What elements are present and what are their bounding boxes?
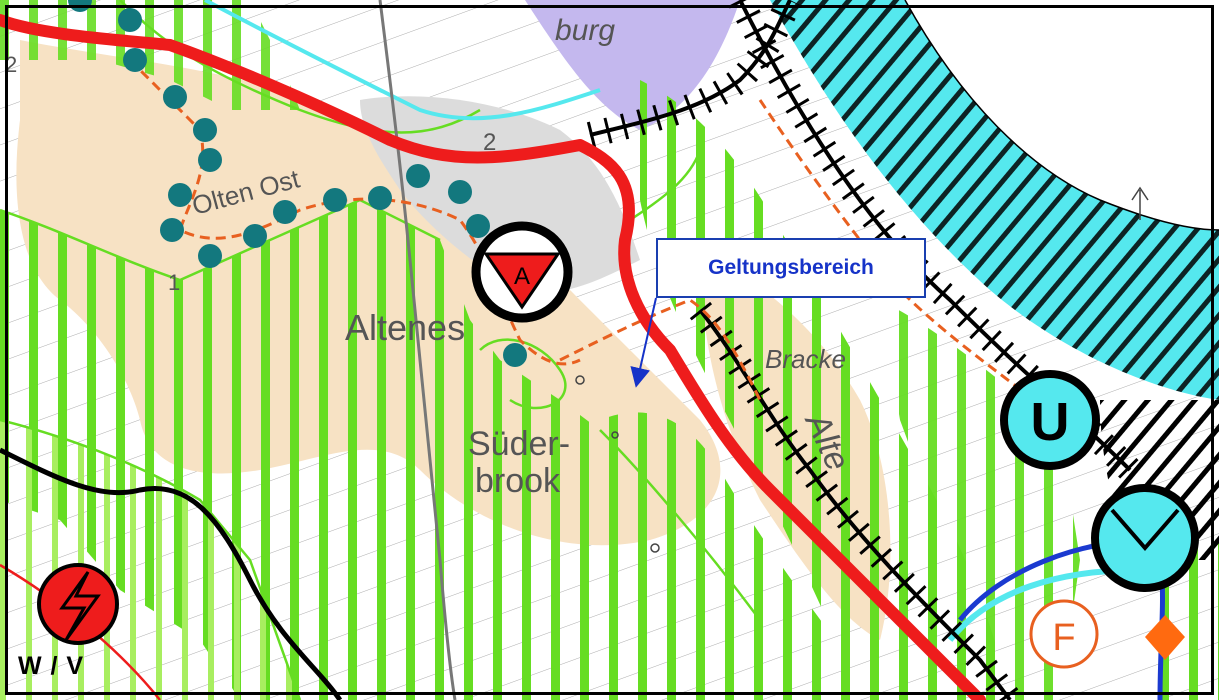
label-number-1: 1 xyxy=(168,270,180,295)
label-suederbrook-1: Süder- xyxy=(468,425,570,463)
f-marker-icon[interactable]: F xyxy=(1029,599,1099,669)
red-boundary-line xyxy=(0,14,986,700)
dump-site-icon[interactable]: A xyxy=(471,221,573,323)
f-marker-letter: F xyxy=(1052,617,1075,659)
teal-dotted-trail xyxy=(68,0,527,367)
black-boundary xyxy=(0,447,343,700)
u-marker-icon[interactable]: U xyxy=(1000,370,1100,470)
river xyxy=(770,0,1219,560)
orange-diamond-icon xyxy=(1145,615,1185,660)
green-outlines xyxy=(0,0,761,700)
cyan-line xyxy=(204,0,601,121)
label-burg: burg xyxy=(555,14,615,47)
small-markers xyxy=(575,186,1149,553)
label-number-2a: 2 xyxy=(483,129,496,156)
dump-site-letter: A xyxy=(514,263,530,290)
label-bracke: Bracke xyxy=(765,344,846,374)
label-altenes: Altenes xyxy=(345,307,465,348)
u-marker-letter: U xyxy=(1031,392,1070,452)
label-suederbrook-2: brook xyxy=(475,462,561,500)
geltungsbereich-callout[interactable]: Geltungsbereich xyxy=(656,238,926,298)
wv-label: W / V xyxy=(18,652,85,680)
label-number-2b: 2 xyxy=(5,52,17,77)
road xyxy=(378,0,457,700)
lightning-icon[interactable] xyxy=(37,563,119,645)
v-marker-icon[interactable] xyxy=(1091,484,1199,592)
callout-arrow xyxy=(630,297,657,388)
